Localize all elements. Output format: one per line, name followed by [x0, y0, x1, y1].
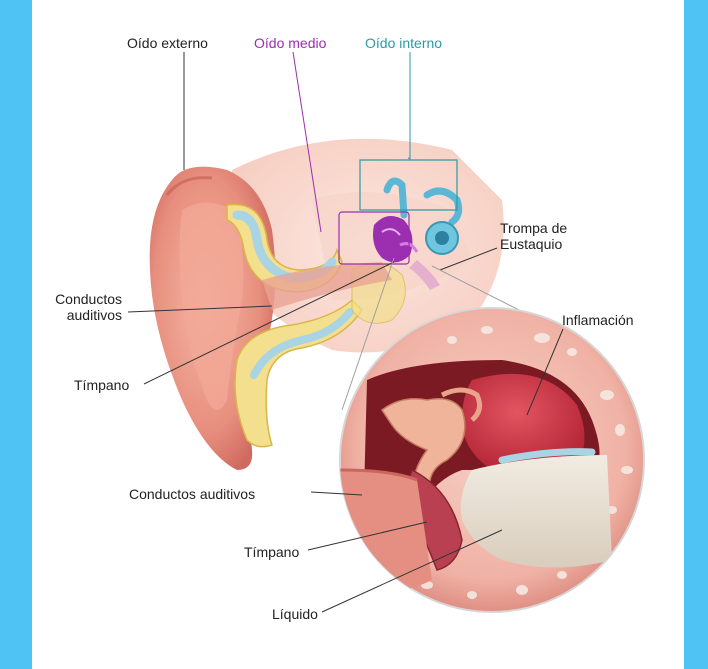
label-eardrum-detail: Tímpano [244, 544, 299, 560]
label-outer-ear: Oído externo [127, 35, 208, 51]
label-middle-ear: Oído medio [254, 35, 326, 51]
label-ear-canals-line1: Conductos [38, 291, 122, 307]
zoom-detail-circle [340, 308, 644, 612]
diagram-panel: Oído externo Oído medio Oído interno Tro… [32, 0, 684, 669]
label-inflammation: Inflamación [562, 312, 634, 328]
label-fluid: Líquido [272, 606, 318, 622]
label-eustachian-tube-line2: Eustaquio [500, 236, 562, 252]
label-eardrum: Tímpano [74, 377, 129, 393]
label-ear-canals-detail: Conductos auditivos [129, 486, 255, 502]
label-ear-canals-line2: auditivos [38, 307, 122, 323]
ear-illustration [32, 0, 684, 669]
label-eustachian-tube-line1: Trompa de [500, 220, 567, 236]
label-inner-ear: Oído interno [365, 35, 442, 51]
